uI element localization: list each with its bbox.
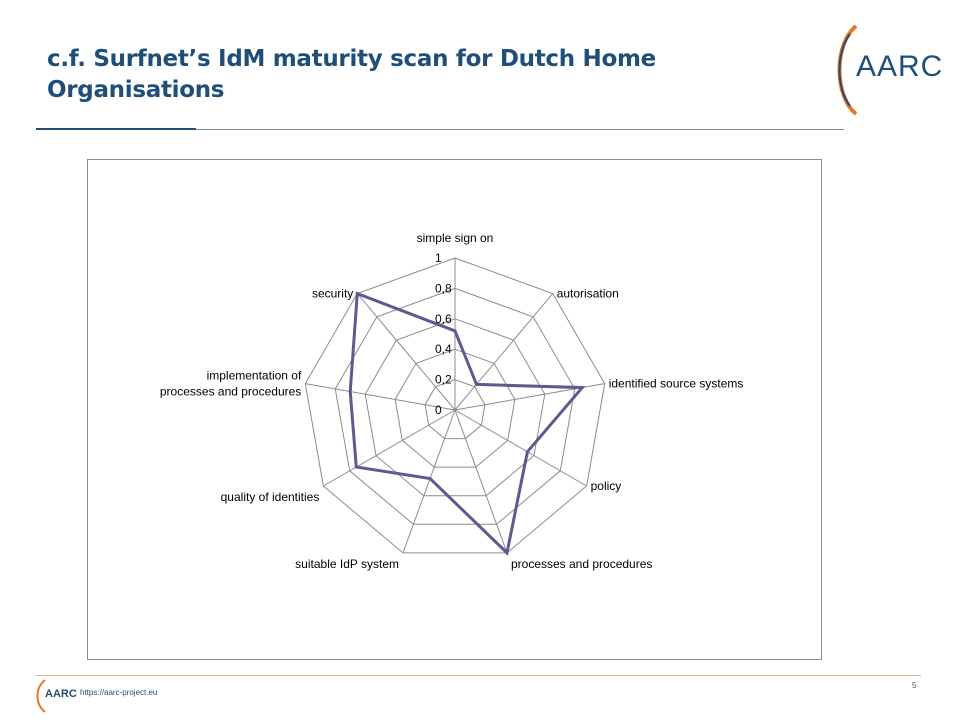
radar-data-point bbox=[428, 477, 432, 481]
footer-logo: AARC bbox=[33, 678, 83, 714]
radar-axis-labels: simple sign on autorisation identified sou… bbox=[160, 231, 744, 571]
radar-tick-label: 0,8 bbox=[435, 281, 452, 295]
aarc-logo-arc-icon bbox=[837, 24, 858, 116]
slide-title: c.f. Surfnet’s IdM maturity scan for Dut… bbox=[47, 46, 656, 103]
radar-grid-ring bbox=[364, 318, 546, 497]
title-divider-accent bbox=[36, 128, 196, 130]
radar-tick-label: 0,6 bbox=[435, 312, 452, 326]
radar-spoke bbox=[454, 409, 508, 554]
radar-category-label: policy bbox=[591, 479, 622, 493]
radar-category-label: simple sign on bbox=[417, 231, 494, 245]
radar-tick-label: 0,2 bbox=[435, 373, 452, 387]
radar-grid-ring bbox=[334, 287, 576, 525]
radar-category-label: identified source systems bbox=[609, 377, 744, 391]
footer-logo-text: AARC bbox=[45, 688, 77, 700]
radar-data-point bbox=[474, 382, 478, 386]
footer-divider bbox=[36, 675, 921, 676]
radar-data-point bbox=[355, 292, 359, 296]
radar-data-point bbox=[354, 465, 358, 469]
aarc-logo: AARC bbox=[826, 22, 946, 118]
chart-frame: 0 0,2 0,4 0,6 0,8 1 simple sign on autorisatio… bbox=[87, 159, 822, 660]
radar-chart: 0 0,2 0,4 0,6 0,8 1 simple sign on autorisatio… bbox=[160, 231, 744, 571]
radar-spoke bbox=[356, 293, 456, 411]
radar-category-label: suitable IdP system bbox=[295, 557, 399, 571]
radar-spoke bbox=[454, 409, 587, 487]
radar-grid-ring bbox=[424, 379, 486, 440]
radar-data-point bbox=[525, 450, 529, 454]
radar-grid-ring bbox=[394, 348, 516, 468]
radar-spoke bbox=[402, 409, 456, 554]
radar-tick-label: 1 bbox=[435, 251, 442, 265]
radar-spoke bbox=[454, 293, 554, 411]
radar-tick-label: 0 bbox=[435, 403, 442, 417]
radar-tick-label: 0,4 bbox=[435, 342, 452, 356]
radar-category-label: processes and procedures bbox=[511, 557, 652, 571]
radar-category-label: security bbox=[312, 287, 353, 301]
footer-logo-arc-icon bbox=[36, 679, 46, 713]
footer-url-link[interactable]: https://aarc-project.eu bbox=[80, 688, 158, 697]
radar-tick-labels: 0 0,2 0,4 0,6 0,8 1 bbox=[435, 251, 452, 417]
radar-category-label: autorisation bbox=[557, 287, 619, 301]
radar-series bbox=[348, 291, 586, 556]
title-divider bbox=[36, 129, 844, 130]
radar-data-point bbox=[453, 329, 457, 333]
radar-grid-ring bbox=[304, 257, 606, 554]
aarc-logo-text: AARC bbox=[856, 50, 944, 83]
radar-series-line bbox=[348, 291, 586, 556]
radar-spoke bbox=[305, 383, 456, 411]
radar-spoke bbox=[323, 409, 456, 487]
radar-category-label: quality of identities bbox=[221, 490, 320, 504]
page-number: 5 bbox=[912, 681, 917, 690]
radar-data-point bbox=[348, 390, 352, 394]
radar-data-point bbox=[505, 551, 509, 555]
radar-data-point bbox=[580, 386, 584, 390]
